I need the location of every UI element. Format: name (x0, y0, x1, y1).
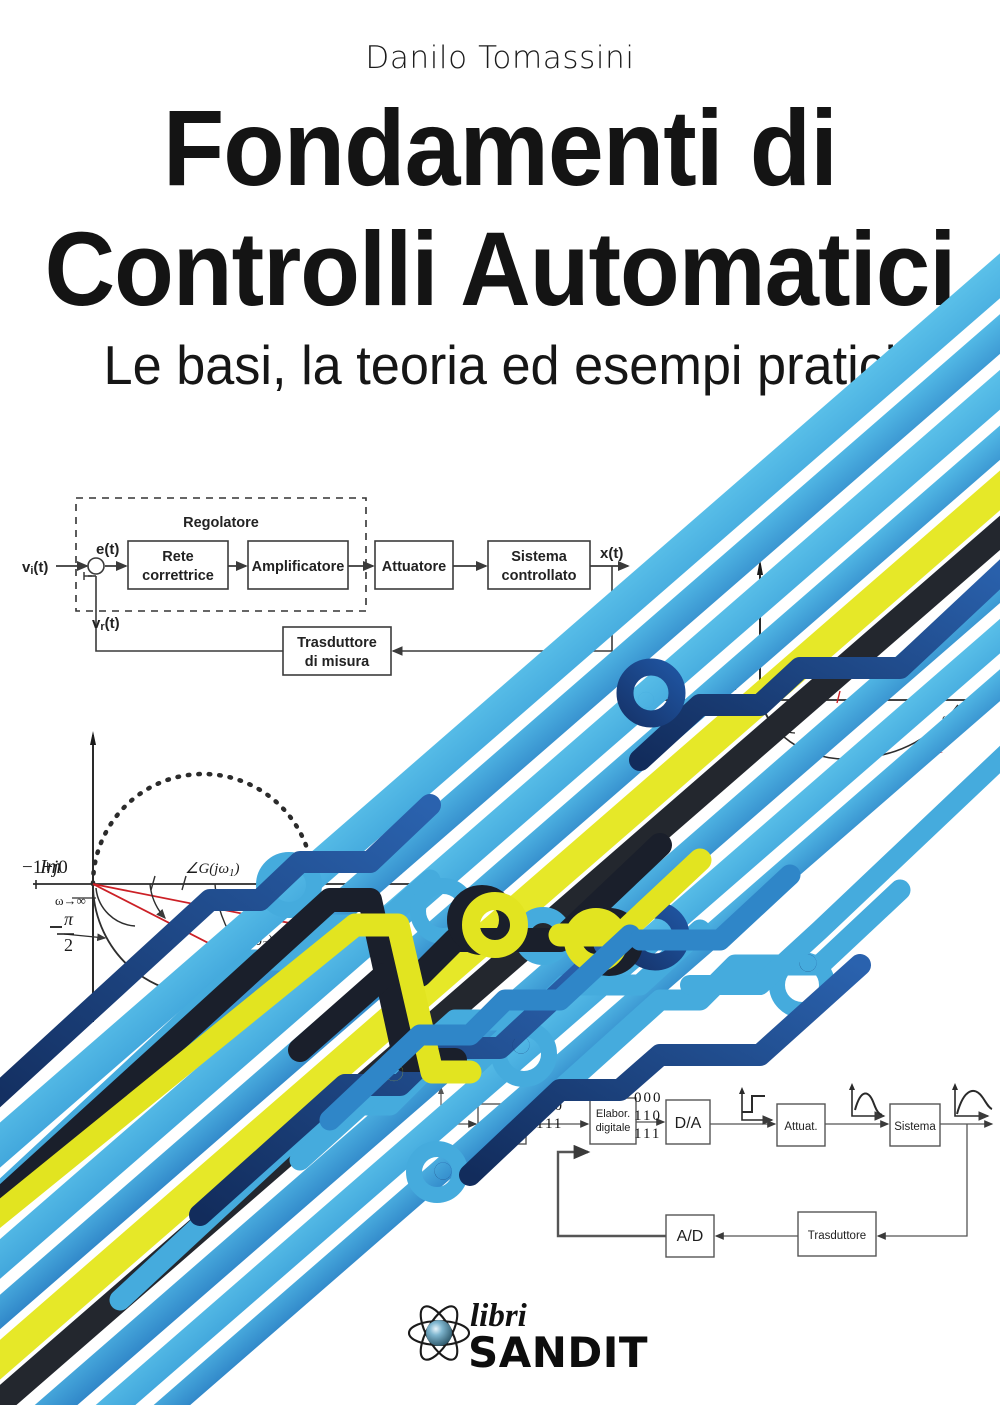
label-omega-inf-left: ω→∞ (55, 893, 86, 908)
bits2-1: 110 (634, 1108, 662, 1124)
svg-text:controllato: controllato (502, 568, 577, 584)
atom-icon (406, 1302, 472, 1364)
book-title-line-2: Controlli Automatici (44, 210, 957, 328)
svg-text:Amplificatore: Amplificatore (252, 559, 345, 575)
pcb-traces-mid-blue (319, 864, 801, 1131)
svg-text:Trasduttore: Trasduttore (808, 1230, 866, 1242)
label-im-left: Im (39, 856, 61, 878)
label-pi-den: 2 (64, 935, 73, 955)
title-block: Fondamenti di Controlli Automatici Le ba… (0, 87, 1000, 396)
signal-vr: vr(t) (92, 615, 120, 633)
svg-text:digitale: digitale (596, 1122, 631, 1134)
svg-text:D/A: D/A (675, 1115, 702, 1132)
svg-text:di misura: di misura (305, 654, 370, 670)
label-minus1-left: −1+j0 (22, 857, 68, 878)
publisher-libri: libri (470, 1298, 527, 1334)
label-regolatore: Regolatore (183, 515, 259, 531)
svg-text:Attuatore: Attuatore (382, 559, 446, 575)
publisher-sandit: SANDIT (468, 1328, 649, 1377)
svg-text:Rete: Rete (162, 549, 193, 565)
bits2-0: 000 (634, 1090, 663, 1106)
publisher-logo: libri SANDIT (406, 1296, 648, 1382)
bits2-2: 111 (634, 1126, 661, 1142)
book-subtitle: Le basi, la teoria ed esempi pratici (103, 333, 897, 396)
svg-text:Sistema: Sistema (511, 549, 568, 565)
svg-text:Sistema: Sistema (894, 1121, 936, 1133)
signal-xt: x(t) (600, 545, 623, 562)
svg-text:correttrice: correttrice (142, 568, 214, 584)
signal-et: e(t) (96, 541, 119, 558)
label-angle-1: ∠G(jω1) (185, 861, 240, 879)
book-title-line-1: Fondamenti di (162, 87, 838, 208)
svg-text:Trasduttore: Trasduttore (297, 635, 377, 651)
analog-block-diagram: Regolatore Rete correttrice Amplificator… (22, 497, 630, 676)
svg-text:A/D: A/D (677, 1228, 704, 1245)
author-name: Danilo Tomassini (365, 40, 635, 76)
pcb-traces-upper-right (680, 745, 1000, 995)
diagonal-stripe-band (0, 127, 1000, 1405)
signal-vi: vi(t) (22, 559, 48, 577)
label-pi-num: π (64, 909, 74, 929)
svg-text:Elabor.: Elabor. (596, 1108, 630, 1120)
svg-text:Attuat.: Attuat. (784, 1121, 817, 1133)
